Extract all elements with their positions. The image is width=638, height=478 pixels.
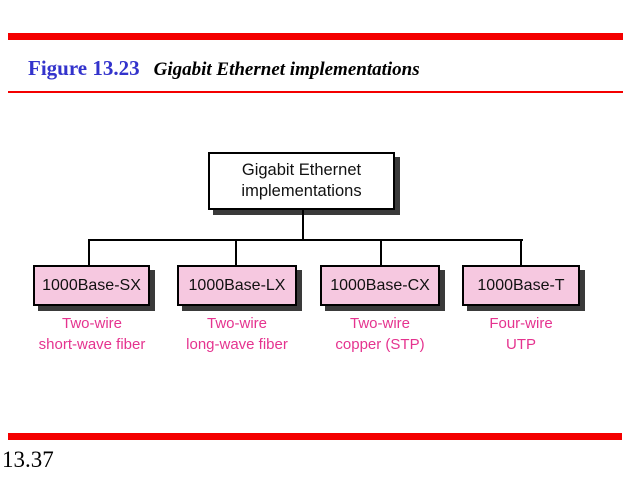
- caption-1000base-sx: Two-wire short-wave fiber: [2, 313, 182, 355]
- caption-line: short-wave fiber: [38, 336, 146, 353]
- node-1000base-sx: 1000Base-SX: [33, 265, 150, 306]
- caption-1000base-cx: Two-wire copper (STP): [290, 313, 470, 355]
- caption-line: Two-wire: [61, 315, 122, 332]
- node-1000base-lx: 1000Base-LX: [177, 265, 297, 306]
- connector-drop-3: [380, 241, 382, 265]
- connector-drop-1: [88, 241, 90, 265]
- root-node: Gigabit Ethernet implementations: [208, 152, 395, 210]
- bottom-red-bar: [8, 433, 622, 440]
- title-underline-rule: [8, 91, 623, 93]
- figure-label: Figure 13.23: [28, 56, 140, 80]
- root-node-label-line1: Gigabit Ethernet: [241, 161, 362, 180]
- caption-line: Two-wire: [349, 315, 410, 332]
- figure-title: Gigabit Ethernet implementations: [153, 59, 420, 80]
- top-red-bar: [8, 33, 623, 40]
- caption-line: long-wave fiber: [186, 336, 288, 353]
- caption-line: Four-wire: [489, 315, 553, 332]
- caption-1000base-t: Four-wire UTP: [431, 313, 611, 355]
- node-1000base-t: 1000Base-T: [462, 265, 580, 306]
- root-node-label-line2: implementations: [241, 182, 362, 200]
- caption-line: UTP: [506, 336, 536, 353]
- connector-horizontal-line: [88, 239, 523, 241]
- caption-1000base-lx: Two-wire long-wave fiber: [147, 313, 327, 355]
- page-number: 13.37: [2, 447, 54, 472]
- connector-root-stem: [302, 210, 304, 240]
- connector-drop-2: [235, 241, 237, 265]
- caption-line: Two-wire: [206, 315, 267, 332]
- node-1000base-cx: 1000Base-CX: [320, 265, 440, 306]
- figure-caption: Figure 13.23 Gigabit Ethernet implementa…: [28, 56, 420, 81]
- connector-drop-4: [520, 241, 522, 265]
- caption-line: copper (STP): [335, 336, 425, 353]
